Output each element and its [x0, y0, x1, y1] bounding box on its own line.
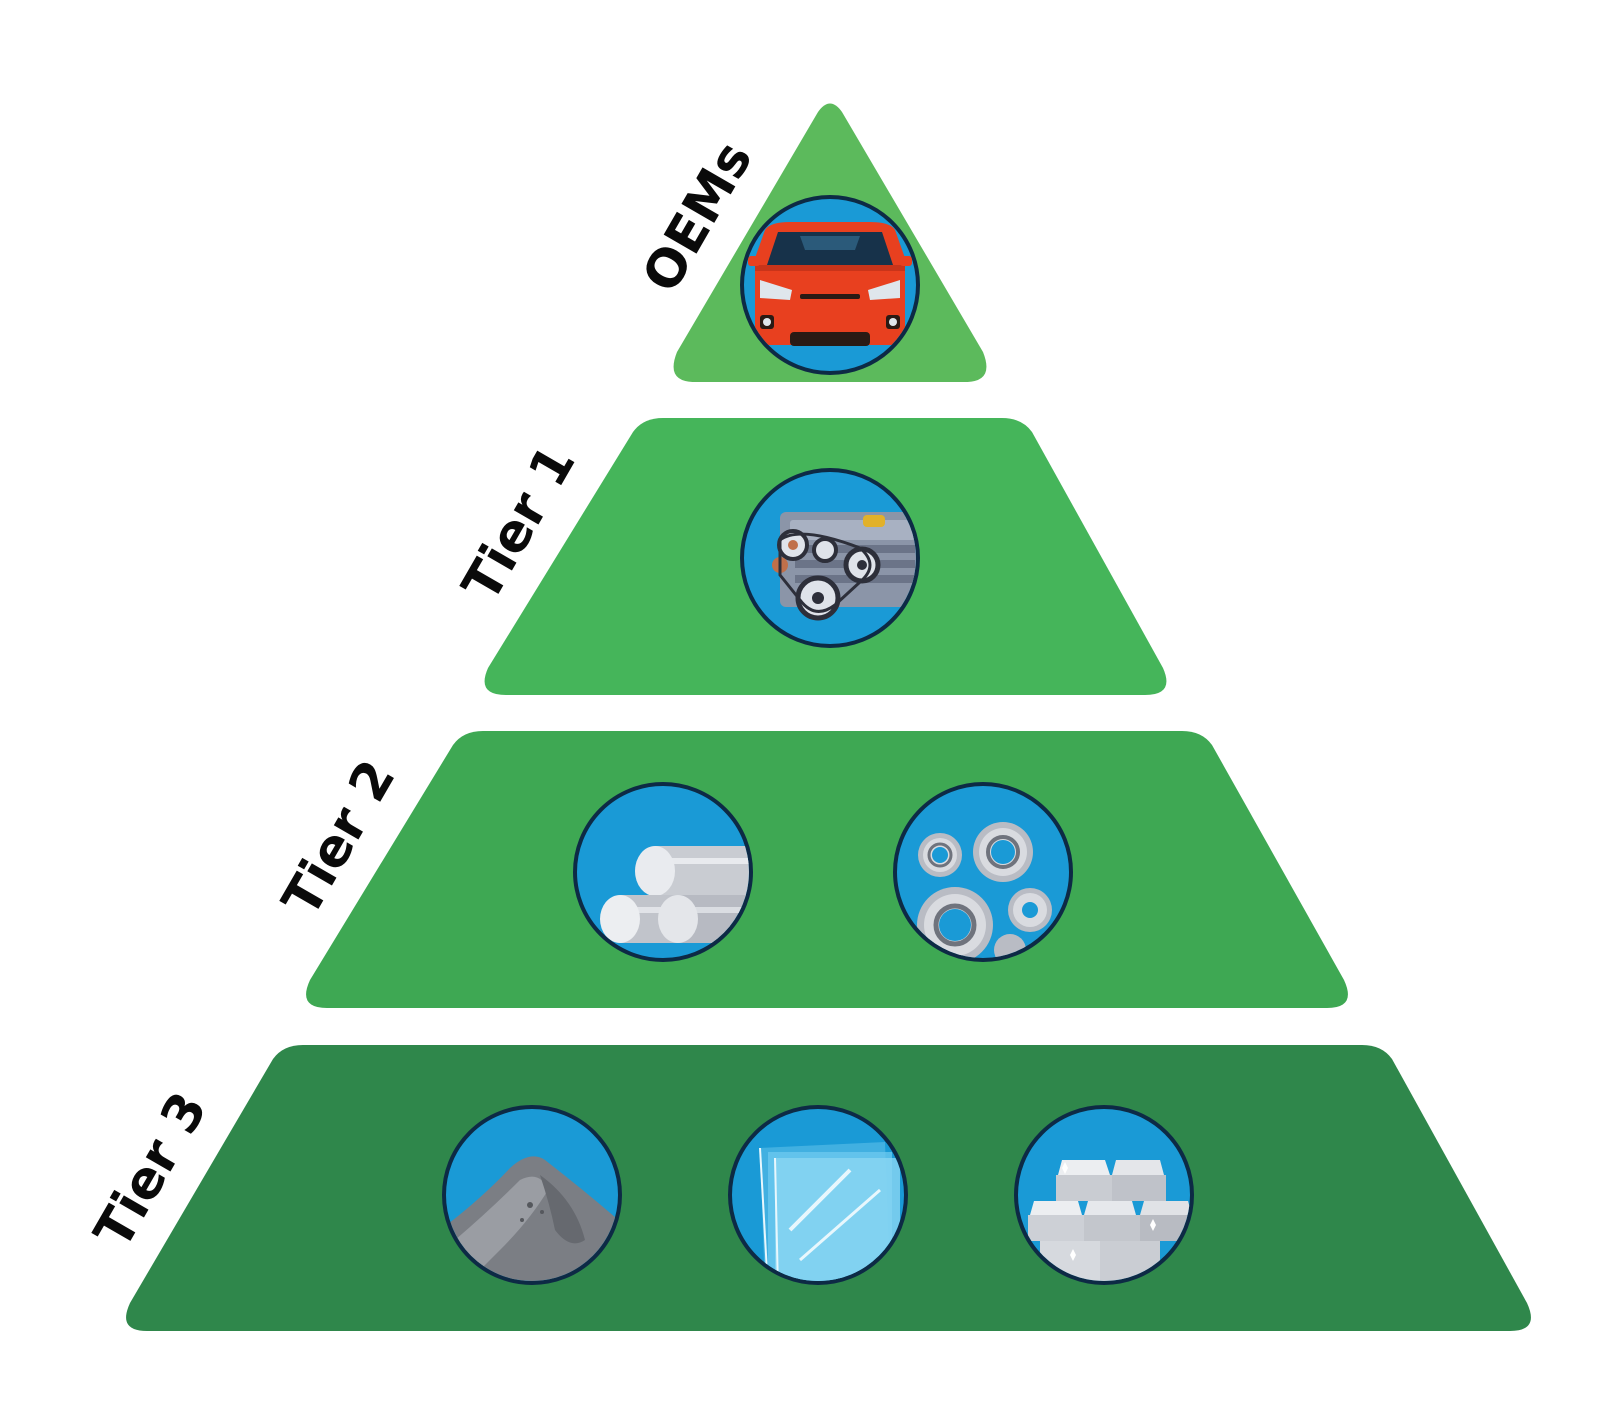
tier-3: Tier 3 [83, 1045, 1531, 1331]
tier-1: Tier 1 [451, 418, 1167, 695]
gears-icon [893, 782, 1073, 962]
car-icon [740, 195, 920, 375]
glass-panes-icon [728, 1105, 908, 1285]
tier-oems: OEMs [631, 103, 987, 382]
tier-2-shape [306, 731, 1348, 1008]
tier-2: Tier 2 [271, 731, 1348, 1008]
ingots-icon [1014, 1105, 1194, 1285]
metal-bars-icon [573, 782, 753, 962]
engine-icon [740, 468, 920, 648]
